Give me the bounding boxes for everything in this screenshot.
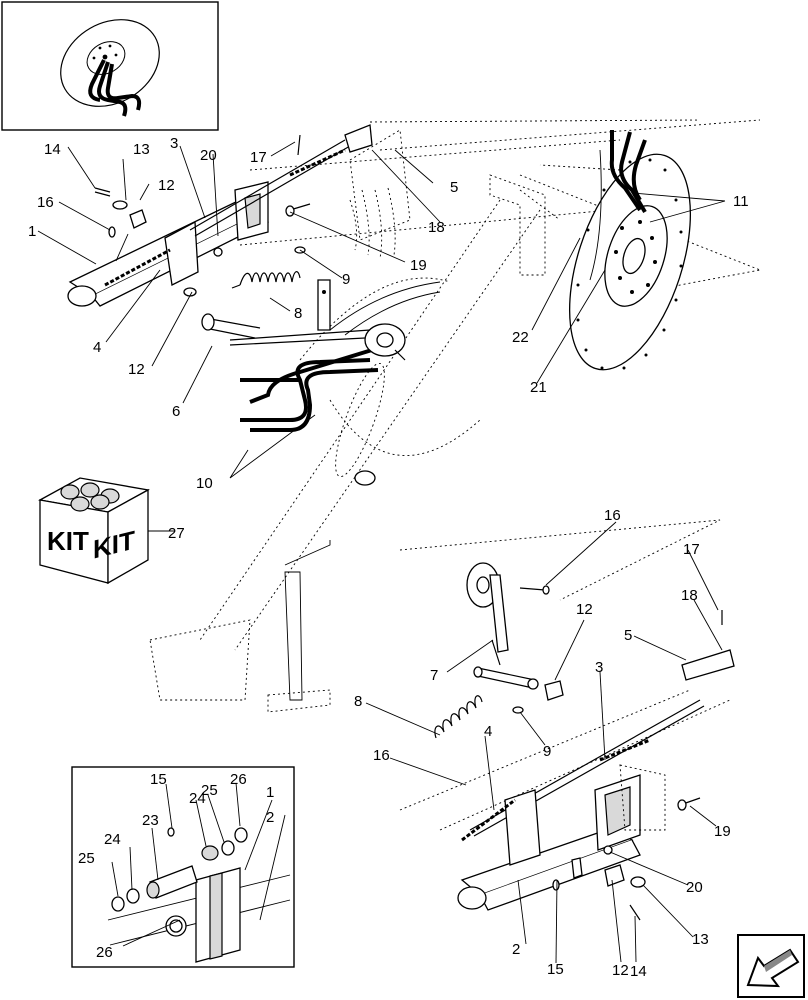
callout-24-inset: 24 <box>189 790 206 807</box>
callout-9-lower: 9 <box>543 743 551 760</box>
kit-box[interactable]: KIT KIT <box>38 477 150 585</box>
callout-12-right: 12 <box>576 601 593 618</box>
callout-3: 3 <box>170 135 178 152</box>
callout-15-lower: 15 <box>547 961 564 978</box>
return-arrow-icon <box>746 948 800 988</box>
callout-16: 16 <box>37 194 54 211</box>
callout-3-lower: 3 <box>595 659 603 676</box>
callout-7-lower: 7 <box>430 667 438 684</box>
callout-14-lower: 14 <box>630 963 647 980</box>
callout-12-bottom: 12 <box>612 962 629 979</box>
callout-12-lower: 12 <box>128 361 145 378</box>
callout-5: 5 <box>450 179 458 196</box>
callout-16-right: 16 <box>604 507 621 524</box>
callout-6: 6 <box>172 403 180 420</box>
leader-lines <box>37 141 726 964</box>
callout-25-inset-left: 25 <box>78 850 95 867</box>
callout-20-lower: 20 <box>686 879 703 896</box>
callout-20: 20 <box>200 147 217 164</box>
callout-1-inset: 1 <box>266 784 274 801</box>
callout-1: 1 <box>28 223 36 240</box>
callout-18: 18 <box>428 219 445 236</box>
callout-26-inset-bottom: 26 <box>96 944 113 961</box>
callout-12: 12 <box>158 177 175 194</box>
callout-25-inset: 25 <box>201 782 218 799</box>
callout-26-inset: 26 <box>230 771 247 788</box>
callout-23-inset: 23 <box>142 812 159 829</box>
callout-11: 11 <box>733 193 749 210</box>
kit-label-left: KIT <box>47 526 89 556</box>
callout-9: 9 <box>342 271 350 288</box>
callout-4-lower: 4 <box>484 723 492 740</box>
coulter-disc[interactable] <box>546 130 714 385</box>
callout-17-lower: 17 <box>683 541 700 558</box>
hoses[interactable] <box>240 348 379 432</box>
main-frame-assembly <box>149 119 761 713</box>
callout-8-lower: 8 <box>354 693 362 710</box>
callout-8: 8 <box>294 305 302 322</box>
callout-17: 17 <box>250 149 267 166</box>
callout-19-lower: 19 <box>714 823 731 840</box>
callout-2-inset: 2 <box>266 809 274 826</box>
callout-labels: 1 3 4 5 6 8 9 10 11 12 12 13 14 16 17 18… <box>28 135 749 980</box>
callout-4: 4 <box>93 339 101 356</box>
callout-13-lower: 13 <box>692 931 709 948</box>
callout-24-inset-left: 24 <box>104 831 121 848</box>
disc-coulter-overview-icon <box>60 19 160 117</box>
overview-thumbnail[interactable] <box>1 1 219 131</box>
callout-15-inset: 15 <box>150 771 167 788</box>
callout-10: 10 <box>196 475 213 492</box>
callout-14: 14 <box>44 141 61 158</box>
callout-21: 21 <box>530 379 547 396</box>
return-arrow-button[interactable] <box>737 934 805 998</box>
drag-arm-lower[interactable] <box>399 519 735 921</box>
seed-disc-outline <box>329 281 441 361</box>
callout-5-lower: 5 <box>624 627 632 644</box>
callout-22: 22 <box>512 329 529 346</box>
bushing-detail-inset[interactable] <box>71 766 295 968</box>
callout-18-lower: 18 <box>681 587 698 604</box>
callout-16-lower: 16 <box>373 747 390 764</box>
callout-13: 13 <box>133 141 150 158</box>
callout-2-lower: 2 <box>512 941 520 958</box>
drag-arm-upper[interactable] <box>67 124 396 346</box>
callout-19: 19 <box>410 257 427 274</box>
callout-27: 27 <box>168 525 185 542</box>
